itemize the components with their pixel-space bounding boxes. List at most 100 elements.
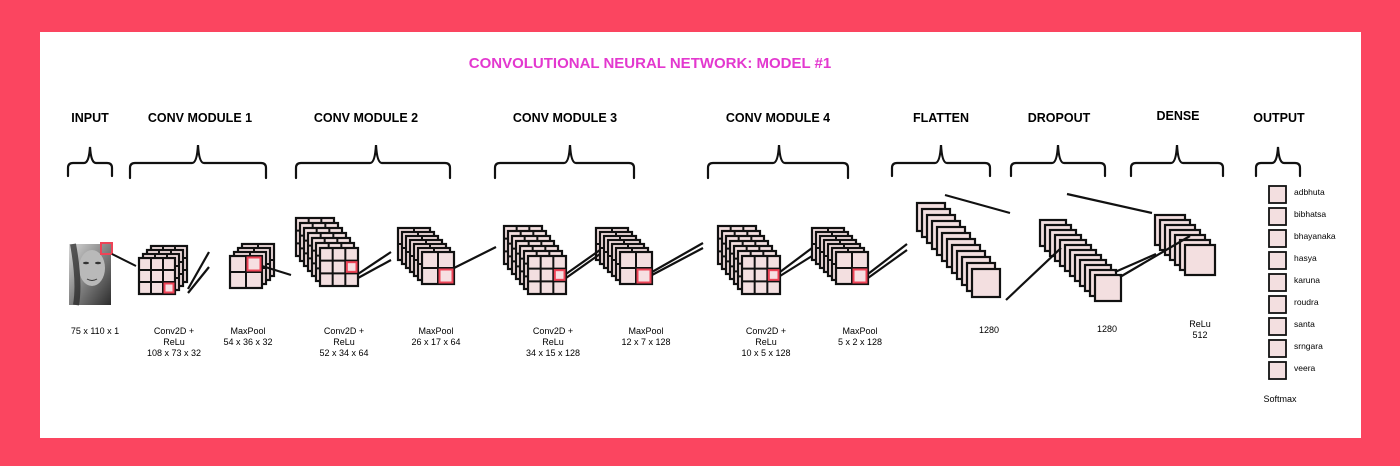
pool4-annotation: MaxPool 5 x 2 x 128: [838, 326, 882, 347]
conv3-annotation: Conv2D + ReLu 34 x 15 x 128: [526, 326, 580, 358]
conv3-stack: [502, 224, 568, 296]
brace-conv-module-1: [128, 144, 268, 180]
conv4-act: ReLu: [755, 337, 777, 347]
section-label-conv-module-4: CONV MODULE 4: [726, 111, 830, 125]
pool1-shape: 54 x 36 x 32: [223, 337, 272, 347]
output-class-label: srngara: [1294, 341, 1323, 351]
conv3-shape: 34 x 15 x 128: [526, 348, 580, 358]
pool2-stack-filter-highlight: [438, 268, 454, 284]
dense-annotation: ReLu 512: [1189, 319, 1211, 340]
pool3-annotation: MaxPool 12 x 7 x 128: [621, 326, 670, 347]
output-class-label: adbhuta: [1294, 187, 1325, 197]
output-class-label: bibhatsa: [1294, 209, 1326, 219]
dense-act: ReLu: [1189, 319, 1211, 329]
section-label-input: INPUT: [71, 111, 109, 125]
pool2-annotation: MaxPool 26 x 17 x 64: [411, 326, 460, 347]
section-label-dense: DENSE: [1156, 109, 1199, 123]
output-unit-karuna: [1268, 273, 1287, 292]
conv3-op: Conv2D +: [533, 326, 573, 336]
flatten-units: 1280: [979, 325, 999, 335]
conv2-op: Conv2D +: [324, 326, 364, 336]
pool4-op: MaxPool: [842, 326, 877, 336]
dense-stack: [1153, 213, 1217, 277]
dense-stack-slice: [1183, 243, 1217, 277]
flatten-stack: [915, 201, 1002, 299]
output-unit-adbhuta: [1268, 185, 1287, 204]
input-shape: 75 x 110 x 1: [71, 326, 119, 336]
conv3-stack-filter-highlight: [553, 269, 566, 281]
conv2-shape: 52 x 34 x 64: [319, 348, 368, 358]
input-connector: [111, 253, 137, 267]
output-class-label: roudra: [1294, 297, 1319, 307]
output-unit-bhayanaka: [1268, 229, 1287, 248]
conv2-annotation: Conv2D + ReLu 52 x 34 x 64: [319, 326, 368, 358]
output-unit-roudra: [1268, 295, 1287, 314]
pool1-annotation: MaxPool 54 x 36 x 32: [223, 326, 272, 347]
output-class-label: veera: [1294, 363, 1316, 373]
diagram-title: CONVOLUTIONAL NEURAL NETWORK: MODEL #1: [469, 55, 832, 72]
dropout-units: 1280: [1097, 324, 1117, 334]
input-annotation: 75 x 110 x 1: [71, 326, 119, 336]
pool2-shape: 26 x 17 x 64: [411, 337, 460, 347]
conv1-op: Conv2D +: [154, 326, 194, 336]
conv1-stack: [137, 244, 189, 296]
brace-conv-module-4: [706, 144, 850, 180]
conv3-act: ReLu: [542, 337, 564, 347]
section-label-conv-module-2: CONV MODULE 2: [314, 111, 418, 125]
dense-units: 512: [1192, 330, 1207, 340]
output-unit-veera: [1268, 361, 1287, 380]
pool2-op: MaxPool: [418, 326, 453, 336]
conv1-annotation: Conv2D + ReLu 108 x 73 x 32: [147, 326, 201, 358]
output-class-label: karuna: [1294, 275, 1320, 285]
conv1-shape: 108 x 73 x 32: [147, 348, 201, 358]
output-unit-srngara: [1268, 339, 1287, 358]
brace-conv-module-3: [493, 144, 636, 180]
output-class-label: hasya: [1294, 253, 1317, 263]
brace-output: [1254, 146, 1302, 178]
conv4-stack-filter-highlight: [767, 269, 780, 281]
brace-input: [66, 146, 114, 178]
pool1-op: MaxPool: [230, 326, 265, 336]
layer-connectors: [187, 192, 1191, 301]
conv2-stack-filter-highlight: [345, 261, 358, 273]
dropout-stack: [1038, 218, 1123, 303]
brace-conv-module-2: [294, 144, 452, 180]
pool3-op: MaxPool: [628, 326, 663, 336]
section-label-flatten: FLATTEN: [913, 111, 969, 125]
output-class-label: santa: [1294, 319, 1315, 329]
conv1-stack-filter-highlight: [163, 282, 175, 294]
output-class-label: bhayanaka: [1294, 231, 1336, 241]
section-label-output: OUTPUT: [1253, 111, 1305, 125]
output-unit-bibhatsa: [1268, 207, 1287, 226]
output-unit-santa: [1268, 317, 1287, 336]
conv4-stack: [716, 224, 782, 296]
pool4-shape: 5 x 2 x 128: [838, 337, 882, 347]
section-label-dropout: DROPOUT: [1028, 111, 1091, 125]
conv2-stack: [294, 216, 360, 288]
pool1-stack: [228, 242, 276, 290]
conv4-op: Conv2D +: [746, 326, 786, 336]
pool3-stack: [594, 226, 654, 286]
section-label-conv-module-1: CONV MODULE 1: [148, 111, 252, 125]
pool3-stack-filter-highlight: [636, 268, 652, 284]
output-activation: Softmax: [1263, 394, 1297, 404]
pool4-stack-filter-highlight: [852, 268, 868, 284]
pool1-stack-filter-highlight: [246, 256, 262, 272]
diagram-panel: CONVOLUTIONAL NEURAL NETWORK: MODEL #1 I…: [40, 32, 1361, 438]
brace-dropout: [1009, 144, 1107, 178]
pool2-stack: [396, 226, 456, 286]
cnn-diagram: CONVOLUTIONAL NEURAL NETWORK: MODEL #1 I…: [66, 55, 1336, 404]
pool3-shape: 12 x 7 x 128: [621, 337, 670, 347]
flatten-stack-slice: [970, 267, 1002, 299]
conv2-act: ReLu: [333, 337, 355, 347]
input-face-image: [69, 242, 113, 306]
output-class-list: adbhuta bibhatsa bhayanaka hasya karuna roudr…: [1268, 185, 1336, 380]
brace-dense: [1129, 144, 1225, 178]
pool4-stack: [810, 226, 870, 286]
conv4-annotation: Conv2D + ReLu 10 x 5 x 128: [741, 326, 790, 358]
dropout-stack-slice: [1093, 273, 1123, 303]
conv1-act: ReLu: [163, 337, 185, 347]
conv4-shape: 10 x 5 x 128: [741, 348, 790, 358]
output-unit-hasya: [1268, 251, 1287, 270]
section-label-conv-module-3: CONV MODULE 3: [513, 111, 617, 125]
